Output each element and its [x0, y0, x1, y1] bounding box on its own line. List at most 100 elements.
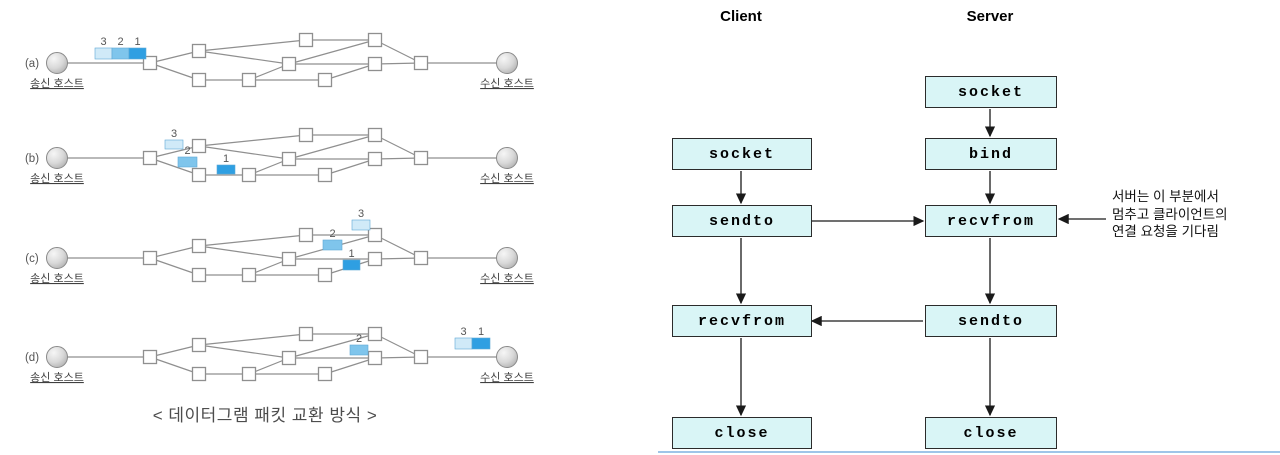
- flow-box-client-close: close: [672, 417, 812, 449]
- network-link: [374, 157, 422, 160]
- packet-number-label: 1: [223, 153, 229, 165]
- router-node: [191, 337, 207, 353]
- flow-box-server-sendto: sendto: [925, 305, 1057, 337]
- network-link: [374, 356, 422, 359]
- network-link: [288, 333, 376, 359]
- receiver-host-icon: [496, 147, 518, 169]
- router-node: [317, 167, 333, 183]
- packet-number-label: 3: [171, 128, 177, 140]
- router-node: [317, 72, 333, 88]
- network-link: [149, 257, 200, 276]
- client-header: Client: [720, 8, 762, 25]
- flow-box-label: sendto: [708, 212, 775, 230]
- router-node: [191, 366, 207, 382]
- network-link: [374, 234, 422, 259]
- receiver-host-icon: [496, 346, 518, 368]
- sender-host-icon: [46, 147, 68, 169]
- router-node: [413, 150, 429, 166]
- router-node: [191, 267, 207, 283]
- network-link: [324, 357, 376, 375]
- row-label: (b): [25, 153, 39, 165]
- flow-box-client-sendto: sendto: [672, 205, 812, 237]
- network-link: [324, 158, 376, 176]
- network-link: [198, 134, 307, 147]
- router-node: [241, 366, 257, 382]
- network-link: [324, 63, 376, 81]
- packet-2: [349, 344, 369, 356]
- router-node: [367, 151, 383, 167]
- row-label: (d): [25, 352, 39, 364]
- flow-box-label: recvfrom: [946, 212, 1035, 230]
- packet-number-label: 2: [329, 228, 335, 240]
- bottom-divider-line: [658, 451, 1280, 453]
- annotation-line: 서버는 이 부분에서: [1112, 189, 1219, 204]
- network-link: [288, 134, 376, 160]
- receiver-host-label: 수신 호스트: [480, 272, 534, 285]
- network-link: [149, 157, 200, 176]
- router-node: [142, 150, 158, 166]
- network-link: [198, 245, 290, 260]
- router-node: [367, 127, 383, 143]
- router-node: [413, 250, 429, 266]
- server-wait-annotation: 서버는 이 부분에서 멈추고 클라이언트의 연결 요청을 기다림: [1112, 188, 1228, 241]
- router-node: [191, 72, 207, 88]
- network-link: [198, 234, 307, 247]
- row-label: (c): [25, 253, 39, 265]
- flow-box-label: socket: [708, 145, 775, 163]
- annotation-line: 멈추고 클라이언트의: [1112, 206, 1228, 222]
- router-node: [191, 43, 207, 59]
- packet-number-label: 1: [478, 326, 484, 338]
- router-node: [413, 349, 429, 365]
- router-node: [241, 72, 257, 88]
- network-link: [198, 39, 307, 52]
- packet-1: [471, 337, 491, 350]
- network-link: [374, 134, 422, 159]
- packet-1: [342, 259, 361, 271]
- flow-box-label: close: [714, 424, 770, 442]
- packet-2: [322, 239, 343, 251]
- packet-number-label: 1: [348, 248, 354, 260]
- network-link: [149, 344, 200, 358]
- router-node: [413, 55, 429, 71]
- sender-host-icon: [46, 247, 68, 269]
- left-diagram-caption: < 데이터그램 패킷 교환 방식 >: [152, 406, 378, 425]
- flow-box-label: recvfrom: [697, 312, 786, 330]
- router-node: [367, 32, 383, 48]
- packet-number-label: 3: [358, 208, 364, 220]
- flow-box-server-recvfrom: recvfrom: [925, 205, 1057, 237]
- router-node: [367, 350, 383, 366]
- router-node: [367, 56, 383, 72]
- router-node: [281, 350, 297, 366]
- packet-number-label: 2: [117, 36, 123, 48]
- receiver-host-icon: [496, 247, 518, 269]
- receiver-host-label: 수신 호스트: [480, 172, 534, 185]
- router-node: [191, 138, 207, 154]
- packet-number-label: 1: [134, 36, 140, 48]
- packet-3: [351, 219, 371, 231]
- network-link: [198, 344, 290, 359]
- router-node: [142, 250, 158, 266]
- router-node: [241, 267, 257, 283]
- flow-box-label: bind: [968, 145, 1013, 163]
- packet-number-label: 2: [184, 145, 190, 157]
- packet-1: [216, 164, 236, 175]
- flow-box-server-bind: bind: [925, 138, 1057, 170]
- network-link: [149, 145, 200, 159]
- row-label: (a): [25, 58, 39, 70]
- receiver-host-label: 수신 호스트: [480, 371, 534, 384]
- flow-box-label: sendto: [957, 312, 1024, 330]
- packet-3: [164, 139, 184, 150]
- network-link: [374, 62, 422, 65]
- network-link: [149, 62, 200, 81]
- packet-2: [177, 156, 198, 168]
- packet-number-label: 3: [460, 326, 466, 338]
- sender-host-label: 송신 호스트: [30, 77, 84, 90]
- sender-host-icon: [46, 52, 68, 74]
- network-link: [374, 333, 422, 358]
- packet-1: [128, 47, 147, 60]
